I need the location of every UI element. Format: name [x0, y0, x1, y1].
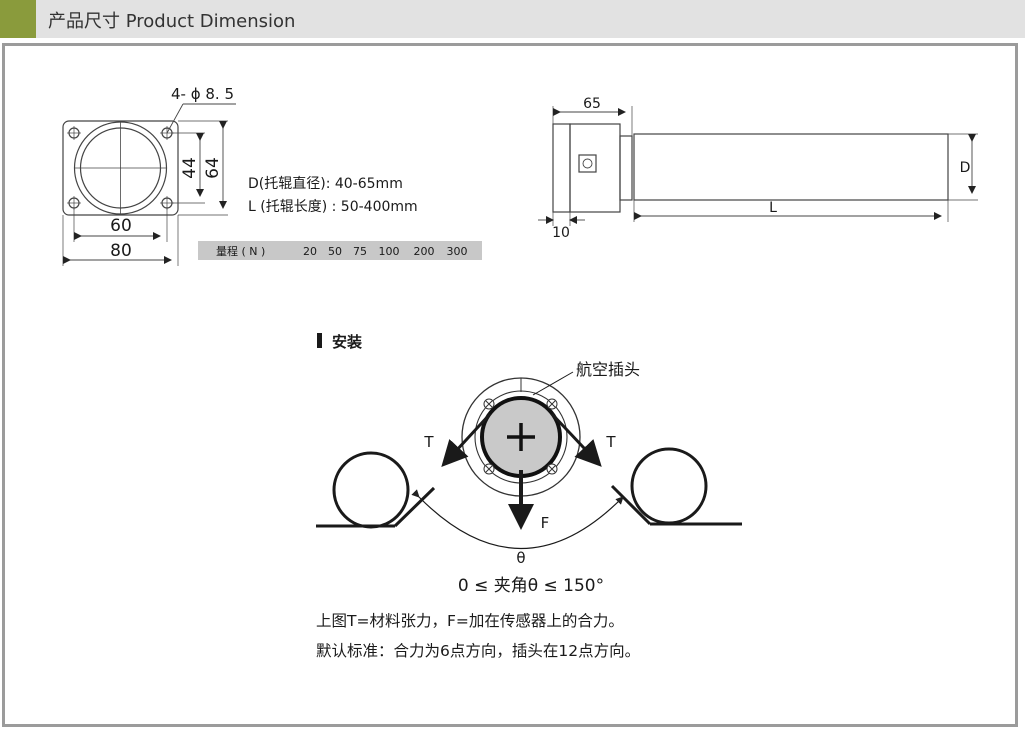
- dim-65-label: 65: [583, 96, 601, 112]
- range-value: 20: [303, 245, 317, 258]
- side-housing: [569, 123, 621, 213]
- flange-plate: [62, 120, 179, 216]
- range-value: 75: [353, 245, 367, 258]
- side-flange: [552, 123, 571, 213]
- range-label: 量程 ( N ): [216, 245, 265, 258]
- range-value: 300: [447, 245, 468, 258]
- left-material-roll: [316, 451, 410, 529]
- diameter-spec: D(托辊直径): 40-65mm: [248, 175, 403, 192]
- roller-body: [633, 133, 949, 201]
- tension-arrow-left: [441, 412, 492, 467]
- header-accent: [0, 0, 36, 38]
- section-title: 产品尺寸 Product Dimension: [48, 11, 296, 32]
- front-view: [62, 103, 236, 266]
- install-note-1: 上图T=材料张力，F=加在传感器上的合力。: [316, 612, 624, 630]
- install-note-2: 默认标准：合力为6点方向，插头在12点方向。: [316, 642, 640, 660]
- sensor-bolts: [483, 398, 558, 475]
- range-value: 50: [328, 245, 342, 258]
- angle-range-text: 0 ≤ 夹角θ ≤ 150°: [458, 576, 604, 596]
- right-material-roll: [630, 447, 742, 526]
- connector-box: [578, 154, 597, 173]
- range-value: 200: [414, 245, 435, 258]
- connector-leader: [532, 371, 574, 396]
- dim-80-label: 80: [110, 241, 132, 261]
- range-value: 100: [379, 245, 400, 258]
- install-heading: 安装: [332, 333, 363, 351]
- force-label: F: [541, 514, 550, 532]
- connector-label: 航空插头: [576, 360, 640, 379]
- dim-10-label: 10: [552, 225, 570, 241]
- hole-spec-label: 4- ϕ 8. 5: [171, 85, 234, 103]
- sensor-body: [461, 377, 581, 497]
- angle-arc: [411, 489, 624, 549]
- dim-D-label: D: [960, 160, 971, 176]
- range-bar: [198, 241, 482, 260]
- heading-marker: [317, 333, 322, 348]
- content-frame: [2, 43, 1018, 727]
- tension-label-left: T: [423, 433, 434, 451]
- side-view: [538, 106, 978, 226]
- side-neck: [619, 135, 633, 201]
- angle-label: θ: [516, 549, 525, 567]
- dim-64-label: 64: [203, 157, 223, 179]
- tension-arrow-right: [550, 412, 602, 467]
- tension-label-right: T: [605, 433, 616, 451]
- dim-L-label: L: [769, 200, 777, 216]
- dim-60-label: 60: [110, 216, 132, 236]
- length-spec: L (托辊长度) : 50-400mm: [248, 199, 418, 215]
- section-header: 产品尺寸 Product Dimension: [0, 0, 1025, 38]
- dim-44-label: 44: [180, 157, 200, 179]
